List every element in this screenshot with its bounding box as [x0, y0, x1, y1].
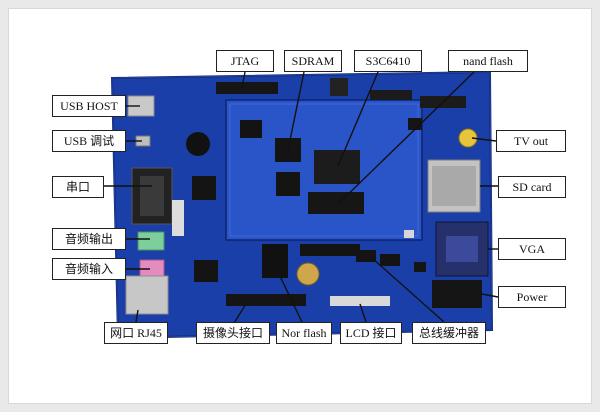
- label-lcd: LCD 接口: [340, 322, 402, 344]
- camera-connector: [226, 294, 306, 306]
- label-jtag: JTAG: [216, 50, 274, 72]
- rtc-battery: [296, 262, 320, 286]
- label-nand-flash: nand flash: [448, 50, 528, 72]
- label-s3c6410: S3C6410: [354, 50, 422, 72]
- label-usb-debug: USB 调试: [52, 130, 126, 152]
- sdram-chip-2: [276, 172, 300, 196]
- label-bus-buffer: 总线缓冲器: [412, 322, 486, 344]
- label-serial: 串口: [52, 176, 104, 198]
- label-rj45: 网口 RJ45: [104, 322, 168, 344]
- label-audio-out: 音频输出: [52, 228, 126, 250]
- audio-in-jack: [139, 259, 165, 277]
- label-power: Power: [498, 286, 566, 308]
- label-sdram: SDRAM: [284, 50, 342, 72]
- label-camera: 摄像头接口: [196, 322, 270, 344]
- lcd-connector: [330, 296, 390, 306]
- nand-chip: [308, 192, 364, 214]
- bus-buffer-chip-2: [380, 254, 400, 266]
- label-sd-card: SD card: [498, 176, 566, 198]
- label-usb-host: USB HOST: [52, 95, 126, 117]
- s3c6410-chip: [314, 150, 360, 184]
- nor-flash-chip: [262, 244, 288, 278]
- buzzer: [186, 132, 210, 156]
- label-vga: VGA: [498, 238, 566, 260]
- label-audio-in: 音频输入: [52, 258, 126, 280]
- bus-buffer-chip-1: [356, 250, 376, 262]
- rj45-port: [125, 275, 169, 315]
- label-tv-out: TV out: [496, 130, 566, 152]
- label-nor-flash: Nor flash: [276, 322, 332, 344]
- audio-out-jack: [137, 231, 165, 251]
- power-jack: [432, 280, 482, 308]
- leader-lines: [104, 71, 499, 324]
- jtag-connector: [216, 82, 278, 94]
